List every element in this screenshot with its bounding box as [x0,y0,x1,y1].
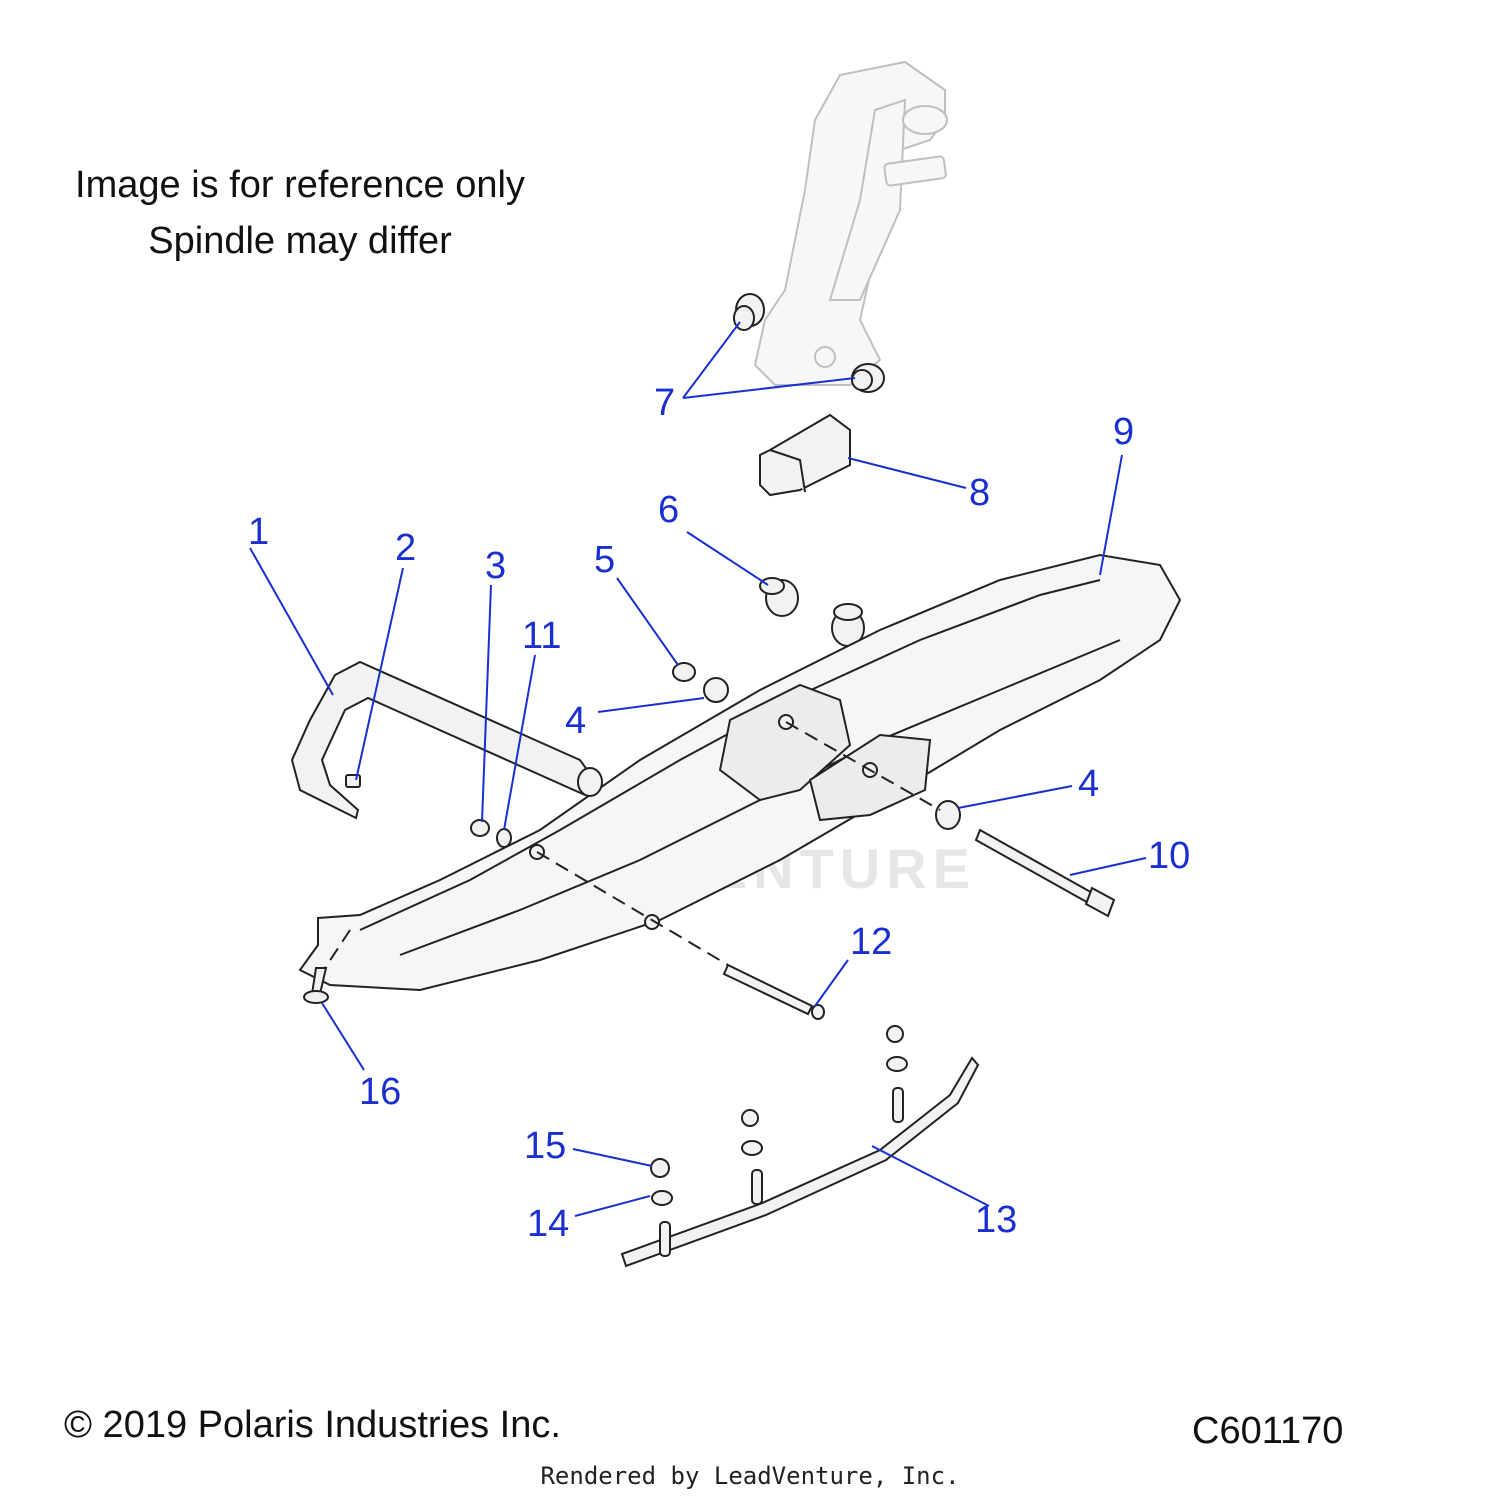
washer-wearbar-1 [886,1056,908,1072]
reference-note-line2: Spindle may differ [148,220,452,262]
assembly-line-rivet [324,929,351,969]
rendered-by-text: Rendered by LeadVenture, Inc. [540,1462,960,1490]
callout-4-left: 4 [565,700,586,742]
callout-9: 9 [1113,411,1134,453]
bolt-12 [722,963,825,1020]
callout-1: 1 [248,511,269,553]
rivet-16 [303,967,329,1004]
callout-10: 10 [1148,835,1190,877]
leader-lines [249,321,1147,1217]
washer-4a [703,677,729,703]
nut-3 [470,819,490,837]
callout-8: 8 [969,472,990,514]
callout-2: 2 [395,527,416,569]
spindle-ghost [753,60,948,386]
bushing-lower [851,363,885,393]
ski-loop-handle [290,660,603,820]
insert-2 [345,774,361,788]
washer-wearbar-2 [741,1140,763,1156]
washer-4b [935,800,961,830]
callout-4-right: 4 [1078,763,1099,805]
callout-3: 3 [485,545,506,587]
callout-6: 6 [658,489,679,531]
washer-14 [651,1190,673,1206]
nut-5 [672,662,696,682]
callout-12: 12 [850,921,892,963]
copyright-text: © 2019 Polaris Industries Inc. [64,1404,561,1446]
nut-15 [650,1158,670,1178]
callout-5: 5 [594,539,615,581]
callout-13: 13 [975,1199,1017,1241]
bolt-10 [974,828,1116,918]
assembly-line-upper [785,721,941,811]
ski-body [298,553,1182,992]
assembly-line-lower [536,851,729,966]
callout-15: 15 [524,1125,566,1167]
nut-wearbar-2 [741,1109,759,1127]
spacer-6b [831,603,865,647]
reference-note-line1: Image is for reference only [75,164,525,206]
callout-11: 11 [522,615,561,657]
nut-wearbar-1 [886,1025,904,1043]
spindle-block [759,413,851,497]
wear-bar [620,1056,980,1268]
callout-16: 16 [359,1071,401,1113]
callout-7: 7 [654,382,675,424]
washer-11 [496,828,512,848]
spacer-6 [759,577,799,617]
callout-14: 14 [527,1203,569,1245]
diagram-code: C601170 [1192,1410,1344,1452]
